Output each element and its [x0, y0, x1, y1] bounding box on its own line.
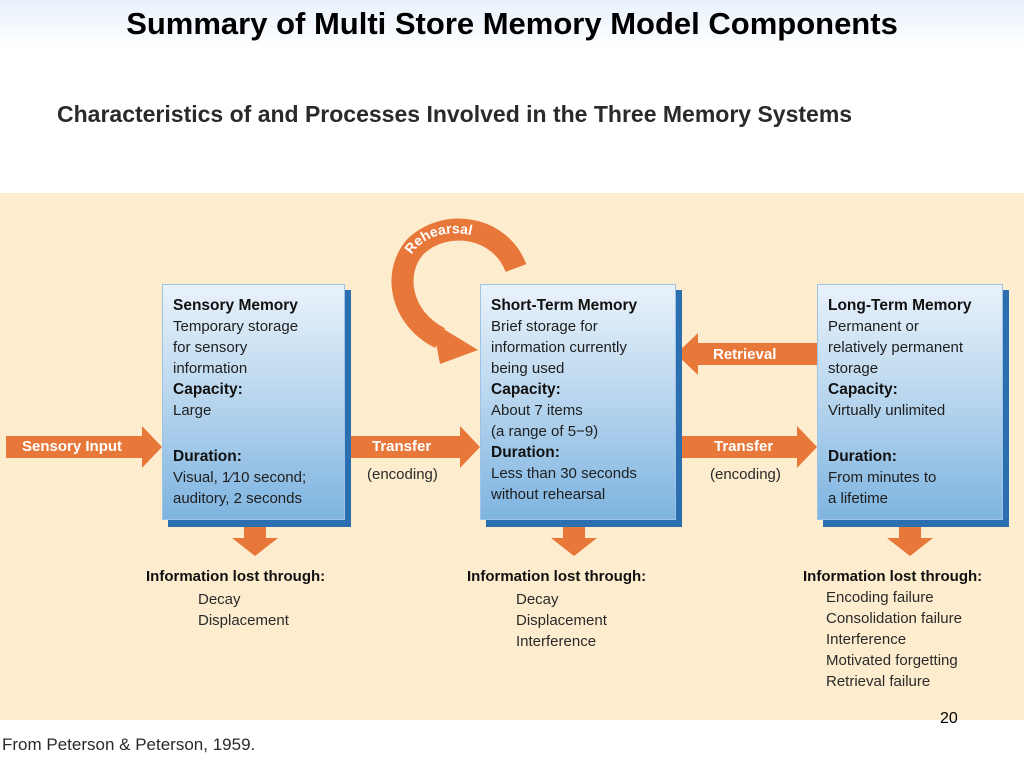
sensory-desc-line: information	[173, 360, 248, 377]
long-term-duration-value: From minutes to	[828, 469, 937, 486]
page-number: 20	[940, 710, 958, 727]
sensory-input-label: Sensory Input	[22, 438, 123, 455]
long-term-duration-value: a lifetime	[828, 490, 889, 507]
sensory-capacity-label: Capacity:	[173, 381, 243, 398]
short-term-duration-value: without rehearsal	[491, 486, 606, 503]
long-term-memory-box: Long-Term Memory Permanent or relatively…	[817, 284, 1003, 520]
list-item: Retrieval failure	[826, 673, 931, 690]
long-term-desc-line: Permanent or	[828, 318, 919, 335]
short-term-desc-line: information currently	[491, 339, 627, 356]
list-item: Decay	[198, 591, 241, 608]
short-term-capacity-label: Capacity:	[491, 381, 561, 398]
short-term-memory-box: Short-Term Memory Brief storage for info…	[480, 284, 676, 520]
list-item: Displacement	[198, 612, 289, 629]
sensory-duration-value: Visual, 1⁄10 second;	[173, 469, 307, 486]
encoding-label-1: (encoding)	[367, 466, 438, 483]
sensory-lost-list: Decay Displacement	[198, 589, 289, 631]
transfer-label-1: Transfer	[372, 438, 432, 455]
short-term-desc-line: Brief storage for	[491, 318, 598, 335]
long-term-desc-line: relatively permanent	[828, 339, 964, 356]
short-term-desc-line: being used	[491, 360, 565, 377]
retrieval-arrow	[676, 333, 818, 375]
short-term-capacity-value: (a range of 5−9)	[491, 423, 599, 440]
list-item: Interference	[516, 633, 597, 650]
short-term-lost-list: Decay Displacement Interference	[516, 589, 607, 652]
sensory-duration-value: auditory, 2 seconds	[173, 490, 302, 507]
short-term-capacity-value: About 7 items	[491, 402, 583, 419]
transfer-arrow-2	[676, 426, 817, 468]
transfer-label-2: Transfer	[714, 438, 774, 455]
sensory-capacity-value: Large	[173, 402, 212, 419]
sensory-desc-line: for sensory	[173, 339, 248, 356]
short-term-duration-label: Duration:	[491, 444, 560, 461]
down-arrow-short-term	[551, 522, 597, 556]
title-band	[0, 0, 1024, 50]
sensory-duration-label: Duration:	[173, 448, 242, 465]
list-item: Interference	[826, 631, 907, 648]
retrieval-label: Retrieval	[713, 346, 777, 363]
long-term-capacity-label: Capacity:	[828, 381, 898, 398]
list-item: Decay	[516, 591, 559, 608]
short-term-duration-value: Less than 30 seconds	[491, 465, 637, 482]
sensory-input-arrow	[6, 426, 162, 468]
list-item: Motivated forgetting	[826, 652, 958, 669]
encoding-label-2: (encoding)	[710, 466, 781, 483]
list-item: Consolidation failure	[826, 610, 962, 627]
long-term-lost-list: Encoding failure Consolidation failure I…	[826, 587, 962, 692]
list-item: Encoding failure	[826, 589, 934, 606]
rehearsal-loop	[391, 218, 527, 348]
sensory-desc-line: Temporary storage	[173, 318, 299, 335]
down-arrow-long-term	[887, 522, 933, 556]
long-term-heading: Long-Term Memory	[828, 297, 972, 314]
rehearsal-arrowhead	[432, 322, 478, 364]
slide-title: Summary of Multi Store Memory Model Comp…	[126, 6, 898, 41]
long-term-duration-label: Duration:	[828, 448, 897, 465]
list-item: Displacement	[516, 612, 607, 629]
long-term-capacity-value: Virtually unlimited	[828, 402, 946, 419]
short-term-lost-heading: Information lost through:	[467, 568, 647, 585]
transfer-arrow-1	[345, 426, 480, 468]
source-citation: From Peterson & Peterson, 1959.	[2, 735, 256, 754]
long-term-desc-line: storage	[828, 360, 879, 377]
figure-subtitle: Characteristics of and Processes Involve…	[57, 101, 853, 127]
long-term-lost-heading: Information lost through:	[803, 568, 983, 585]
short-term-heading: Short-Term Memory	[491, 297, 638, 314]
sensory-lost-heading: Information lost through:	[146, 568, 326, 585]
sensory-heading: Sensory Memory	[173, 297, 298, 314]
down-arrow-sensory	[232, 522, 278, 556]
sensory-memory-box: Sensory Memory Temporary storage for sen…	[162, 284, 345, 520]
